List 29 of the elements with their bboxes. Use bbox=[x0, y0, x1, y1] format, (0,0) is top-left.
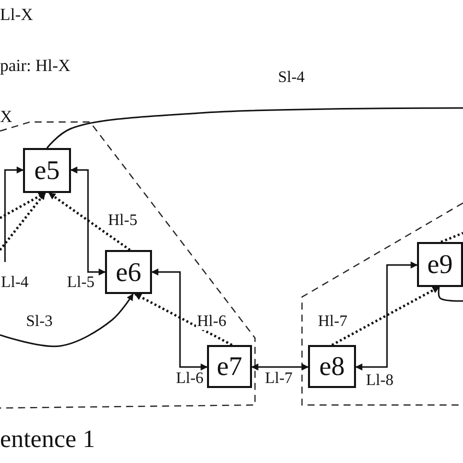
entity-box bbox=[207, 345, 252, 388]
node-label: e9 bbox=[427, 251, 453, 278]
connector-line bbox=[46, 107, 463, 148]
arrow bbox=[355, 262, 418, 370]
note-text: Ll-X bbox=[0, 6, 34, 23]
note-text: X bbox=[0, 108, 12, 125]
arrow bbox=[331, 286, 440, 346]
arrow bbox=[151, 268, 208, 370]
arrow bbox=[0, 293, 134, 348]
node-label: e8 bbox=[319, 353, 345, 380]
arrow bbox=[0, 192, 46, 220]
arrow bbox=[4, 166, 24, 262]
caption-text: entence 1 bbox=[0, 427, 96, 452]
note-text: pair: Hl-X bbox=[0, 57, 70, 74]
arrow bbox=[70, 166, 106, 276]
connector-line bbox=[440, 232, 463, 244]
node-label: e6 bbox=[116, 258, 142, 286]
entity-box bbox=[417, 242, 463, 287]
arrow bbox=[134, 292, 233, 346]
node-label: e5 bbox=[34, 157, 60, 184]
arrow bbox=[48, 192, 131, 251]
arrow bbox=[251, 364, 309, 370]
entity-box bbox=[105, 250, 152, 294]
node-label: e7 bbox=[216, 353, 242, 380]
entity-box bbox=[308, 345, 356, 388]
edge-label: Hl-6 bbox=[196, 314, 228, 330]
entity-box bbox=[23, 148, 71, 193]
connector-line bbox=[438, 286, 463, 302]
arrow bbox=[0, 192, 46, 251]
